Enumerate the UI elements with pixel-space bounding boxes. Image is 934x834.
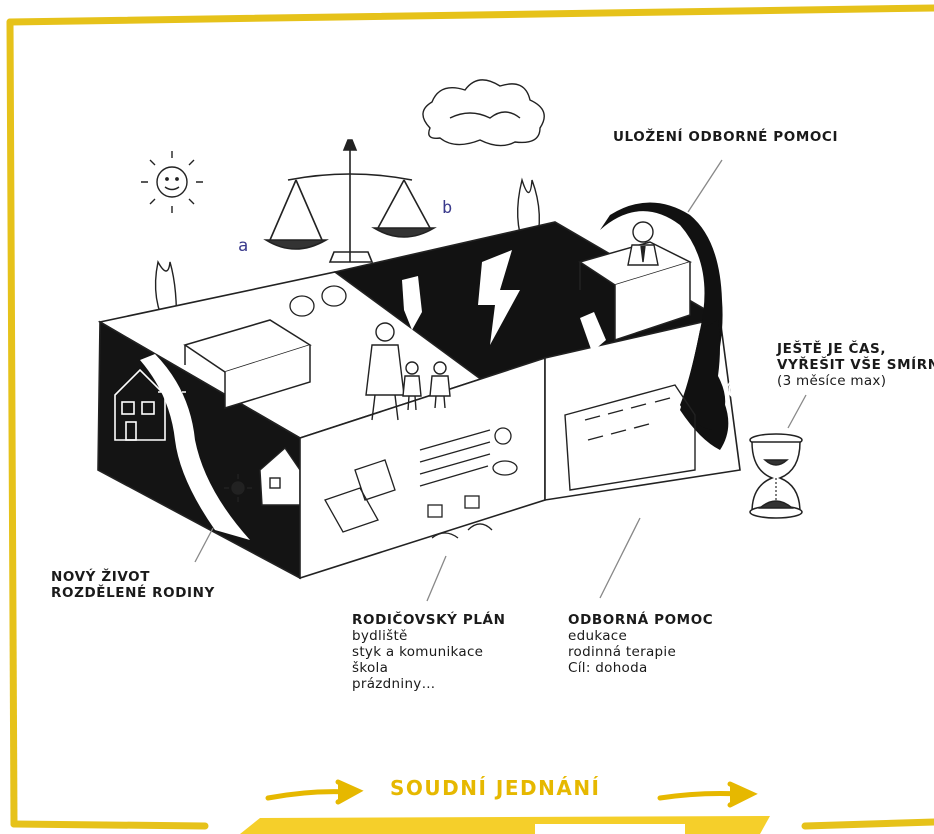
- lightning-icon: [402, 250, 606, 352]
- label-rodicovsky-plan: RODIČOVSKÝ PLÁN bydliště styk a komunika…: [352, 612, 506, 693]
- desk-left-icon: [183, 319, 312, 410]
- pomoc-item: Cíl: dohoda: [568, 659, 648, 676]
- sun-black-icon: [224, 474, 252, 502]
- label-novy-line2: ROZDĚLENÉ RODINY: [51, 584, 215, 601]
- court-hearing-label: SOUDNÍ JEDNÁNÍ: [390, 776, 601, 800]
- family-icon: [365, 322, 451, 421]
- plan-head: RODIČOVSKÝ PLÁN: [352, 612, 506, 628]
- label-odborna-pomoc: ODBORNÁ POMOC edukace rodinná terapie Cí…: [568, 612, 714, 677]
- speech-bubble-icon: [289, 285, 347, 317]
- label-ulozeni-head: ULOŽENÍ ODBORNÉ POMOCI: [613, 129, 839, 145]
- pomoc-item: edukace: [568, 627, 628, 644]
- tree-left-icon: [154, 260, 178, 331]
- label-ulozeni: ULOŽENÍ ODBORNÉ POMOCI: [613, 129, 839, 146]
- label-jeste-line1: JEŠTĚ JE ČAS,: [777, 341, 887, 357]
- scale-label-a: a: [238, 236, 249, 256]
- house-icon: [114, 368, 166, 441]
- tree-center-icon: [516, 177, 541, 249]
- plan-document-icon: [324, 427, 518, 539]
- building-icon: [564, 384, 696, 491]
- moon-icon: [726, 379, 735, 399]
- sun-icon: [141, 151, 203, 213]
- yellow-frame: [6, 4, 934, 830]
- plan-item: škola: [352, 659, 389, 676]
- professional-icon: [627, 221, 659, 266]
- scales-icon: [263, 139, 437, 263]
- arrow-left-icon: [265, 779, 364, 805]
- label-jeste: JEŠTĚ JE ČAS, VYŘEŠIT VŠE SMÍRN (3 měsíc…: [777, 341, 934, 390]
- arrow-right-icon: [657, 781, 758, 808]
- cloud-icon: [422, 79, 545, 147]
- hourglass-icon: [749, 433, 803, 519]
- sun-small-icon: [158, 378, 186, 406]
- label-jeste-sub: (3 měsíce max): [777, 372, 887, 389]
- leader-lines: [194, 159, 807, 602]
- pomoc-item: rodinná terapie: [568, 643, 677, 660]
- court-banner: [240, 816, 770, 834]
- label-novy-line1: NOVÝ ŽIVOT: [51, 569, 151, 585]
- box-front-right: [544, 317, 741, 501]
- side-white-wave: [140, 354, 250, 540]
- label-jeste-line2: VYŘEŠIT VŠE SMÍRN: [777, 356, 934, 373]
- plan-item: styk a komunikace: [352, 643, 484, 660]
- label-novy-zivot: NOVÝ ŽIVOT ROZDĚLENÉ RODINY: [51, 569, 215, 602]
- plan-item: prázdniny…: [352, 675, 436, 692]
- pomoc-head: ODBORNÁ POMOC: [568, 612, 714, 628]
- plan-item: bydliště: [352, 627, 408, 644]
- scale-label-b: b: [442, 198, 453, 218]
